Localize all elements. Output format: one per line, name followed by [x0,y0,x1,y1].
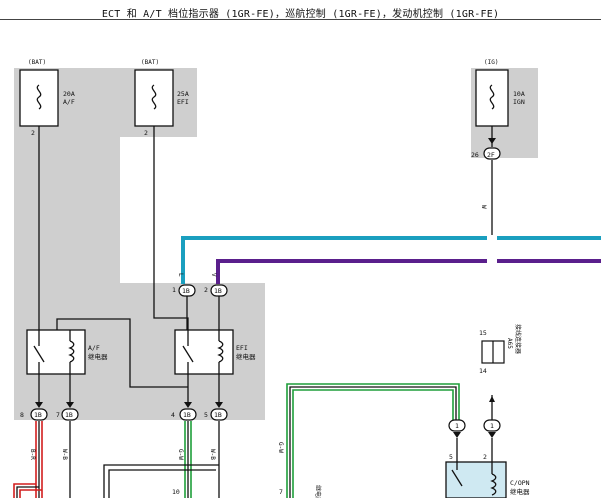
connector-efi-top-2: 2 1B [204,284,228,297]
connector-copn-1: 1 [448,419,466,432]
svg-text:1B: 1B [214,411,222,419]
wire-wb-left-label: W-B [61,449,68,460]
fuse-af-pin: 2 [31,129,35,137]
fuse-ign-source: (IG) [484,59,498,66]
fuse-efi-pin: 2 [144,129,148,137]
svg-text:4: 4 [171,411,175,419]
fuse-ign-rating: 10A [513,90,525,98]
fuse-af-rating: 20A [63,90,75,98]
bottom-seven-label: 7 [279,488,283,496]
relay-efi-name: EFI [236,344,248,352]
connector-copn-2: 1 [483,419,501,432]
fuse-ign-name: IGN [513,98,525,106]
wire-black-pair [103,464,219,498]
wire-purple-label: V [210,273,217,277]
relay-af-name: A/F [88,344,100,352]
fuse-af-source: (BAT) [28,59,46,66]
internal-wiring [38,126,220,404]
svg-text:1B: 1B [183,411,191,419]
svg-text:15: 15 [479,329,487,337]
fuse-af: (BAT) 20A A/F 2 [19,59,75,137]
relay-copn-sub: 继电器 [510,487,530,496]
wire-wb-right-label: W-B [209,449,216,460]
relay-copn: 5 2 C/OPN 继电器 [445,438,530,498]
junction-name: A65 [506,338,513,349]
connector-bottom-8: 8 1B [20,408,48,421]
svg-text:8: 8 [20,411,24,419]
svg-text:1B: 1B [34,411,42,419]
relay-af-sub: 继电器 [88,352,108,361]
relay-copn-name: C/OPN [510,479,530,487]
wire-blue [181,236,601,284]
connector-bottom-7: 7 1B [56,408,79,421]
fuse-efi-name: EFI [177,98,189,106]
svg-text:1: 1 [490,422,494,430]
connector-bottom-5: 5 1B [204,408,228,421]
svg-text:14: 14 [479,367,487,375]
page-title: ECT 和 A/T 档位指示器 (1GR-FE)，巡航控制 (1GR-FE)，发… [101,9,500,20]
connector-bottom-4: 4 1B [171,408,197,421]
wire-blue-label: L [177,273,184,277]
svg-text:2: 2 [204,286,208,294]
fuse-efi-source: (BAT) [141,59,159,66]
svg-text:1B: 1B [214,287,222,295]
junction-sub: 接线连接器 [514,324,522,354]
wire-br-red [13,421,43,498]
relay-efi: EFI 继电器 [174,329,256,375]
bottom-block-label: 继电器 [314,485,322,498]
wire-gw-green [184,421,192,498]
fuse-af-name: A/F [63,98,75,106]
wire-green-main [286,383,460,498]
copn-arrows [453,432,496,438]
junction-a65: 15 14 A65 接线连接器 [479,324,522,375]
ig-wire-label: W [480,205,487,209]
copn-pin-2: 2 [483,453,487,461]
fuse-efi: (BAT) 25A EFI 2 [134,59,189,137]
connector-2f-label: 2F [487,151,495,159]
title-rule [0,19,601,20]
svg-text:1: 1 [455,422,459,430]
connector-2f [483,147,501,160]
fuse-ign-pin: 26 [471,151,479,159]
svg-text:1B: 1B [65,411,73,419]
svg-text:5: 5 [204,411,208,419]
svg-text:1B: 1B [182,287,190,295]
relay-efi-sub: 继电器 [236,352,256,361]
wire-purple [216,259,601,284]
bottom-ten-label: 10 [172,488,180,496]
fuse-ign: (IG) 10A IGN 26 2F [471,59,525,160]
relay-af: A/F 继电器 [26,329,108,375]
svg-text:1: 1 [172,286,176,294]
svg-text:7: 7 [56,411,60,419]
wire-br-label: B-R [29,449,36,460]
wire-gw-label: G-W [177,449,184,460]
copn-pin-5: 5 [449,453,453,461]
fuse-efi-rating: 25A [177,90,189,98]
connector-arrows [35,138,496,408]
green-wire-label: G-W [277,442,284,453]
